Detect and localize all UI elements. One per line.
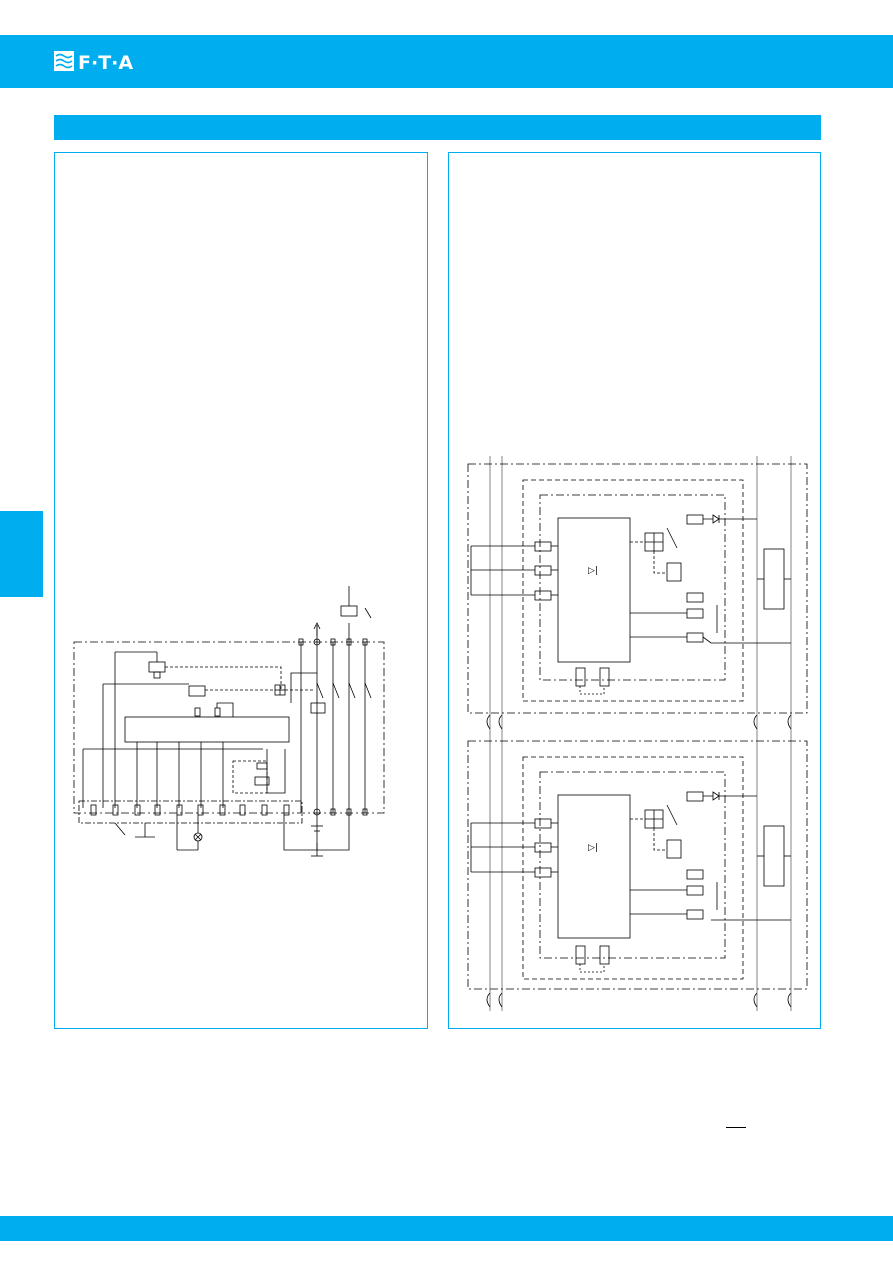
fta-logo: F·T·A [54,51,133,72]
svg-text:▷|: ▷| [588,566,598,576]
dual-safety-circuit-schematic: ▷| [467,456,808,1011]
footer-bar [0,1216,893,1241]
logo-text: F·T·A [78,52,133,72]
section-title-bar [54,115,821,140]
left-panel [54,152,428,1029]
right-panel: ▷| [448,152,821,1029]
side-tab [0,511,43,597]
header-bar [0,35,893,88]
footnote-rule [726,1127,746,1128]
relay-wiring-schematic [73,586,385,857]
svg-text:▷|: ▷| [588,843,598,853]
